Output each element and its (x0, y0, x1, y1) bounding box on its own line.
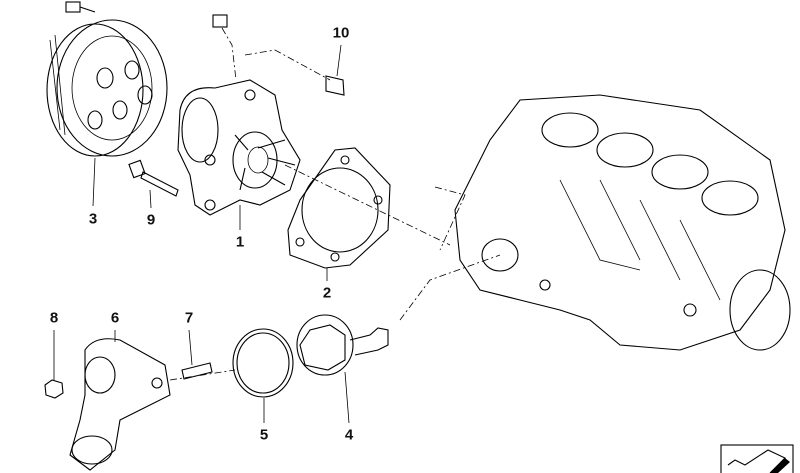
callout-6[interactable]: 6 (110, 309, 120, 327)
callout-2[interactable]: 2 (322, 284, 332, 302)
callout-7[interactable]: 7 (184, 309, 194, 327)
callout-3[interactable]: 3 (88, 210, 98, 228)
diagram-view-icon[interactable] (720, 444, 794, 473)
stud-drawing (181, 362, 213, 380)
thermostat-drawing (296, 314, 389, 376)
callout-8[interactable]: 8 (49, 309, 59, 327)
callout-5[interactable]: 5 (259, 426, 269, 444)
leader-lines (53, 44, 350, 424)
engine-block-drawing (454, 94, 791, 351)
pulley-bolt-drawing (65, 1, 96, 13)
callout-1[interactable]: 1 (235, 233, 245, 251)
nut-drawing (212, 14, 228, 28)
callout-9[interactable]: 9 (146, 211, 156, 229)
nut-drawing (44, 379, 64, 399)
callout-10[interactable]: 10 (332, 24, 350, 42)
thermostat-housing-drawing (69, 338, 171, 471)
gasket-drawing (287, 147, 391, 269)
pulley-drawing (46, 19, 168, 157)
callout-4[interactable]: 4 (344, 426, 354, 444)
stud-bolt-drawing (325, 75, 345, 96)
o-ring-drawing (232, 328, 294, 398)
bolt-drawing (128, 159, 179, 197)
water-pump-drawing (177, 79, 301, 216)
